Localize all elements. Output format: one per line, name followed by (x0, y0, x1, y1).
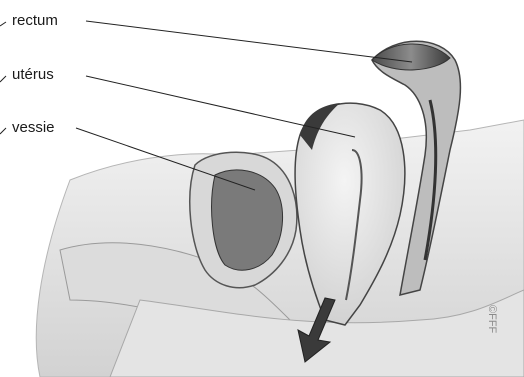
bladder-lining (212, 170, 283, 270)
label-vessie: vessie (12, 119, 55, 137)
copyright-mark: ©FFF (486, 305, 498, 333)
leader-line-uterus (86, 76, 355, 137)
tick-vessie (0, 128, 6, 134)
tick-uterus (0, 76, 6, 82)
leader-line-rectum (86, 21, 412, 62)
label-uterus: utérus (12, 66, 54, 84)
tick-rectum (0, 22, 6, 26)
label-rectum: rectum (12, 12, 58, 30)
